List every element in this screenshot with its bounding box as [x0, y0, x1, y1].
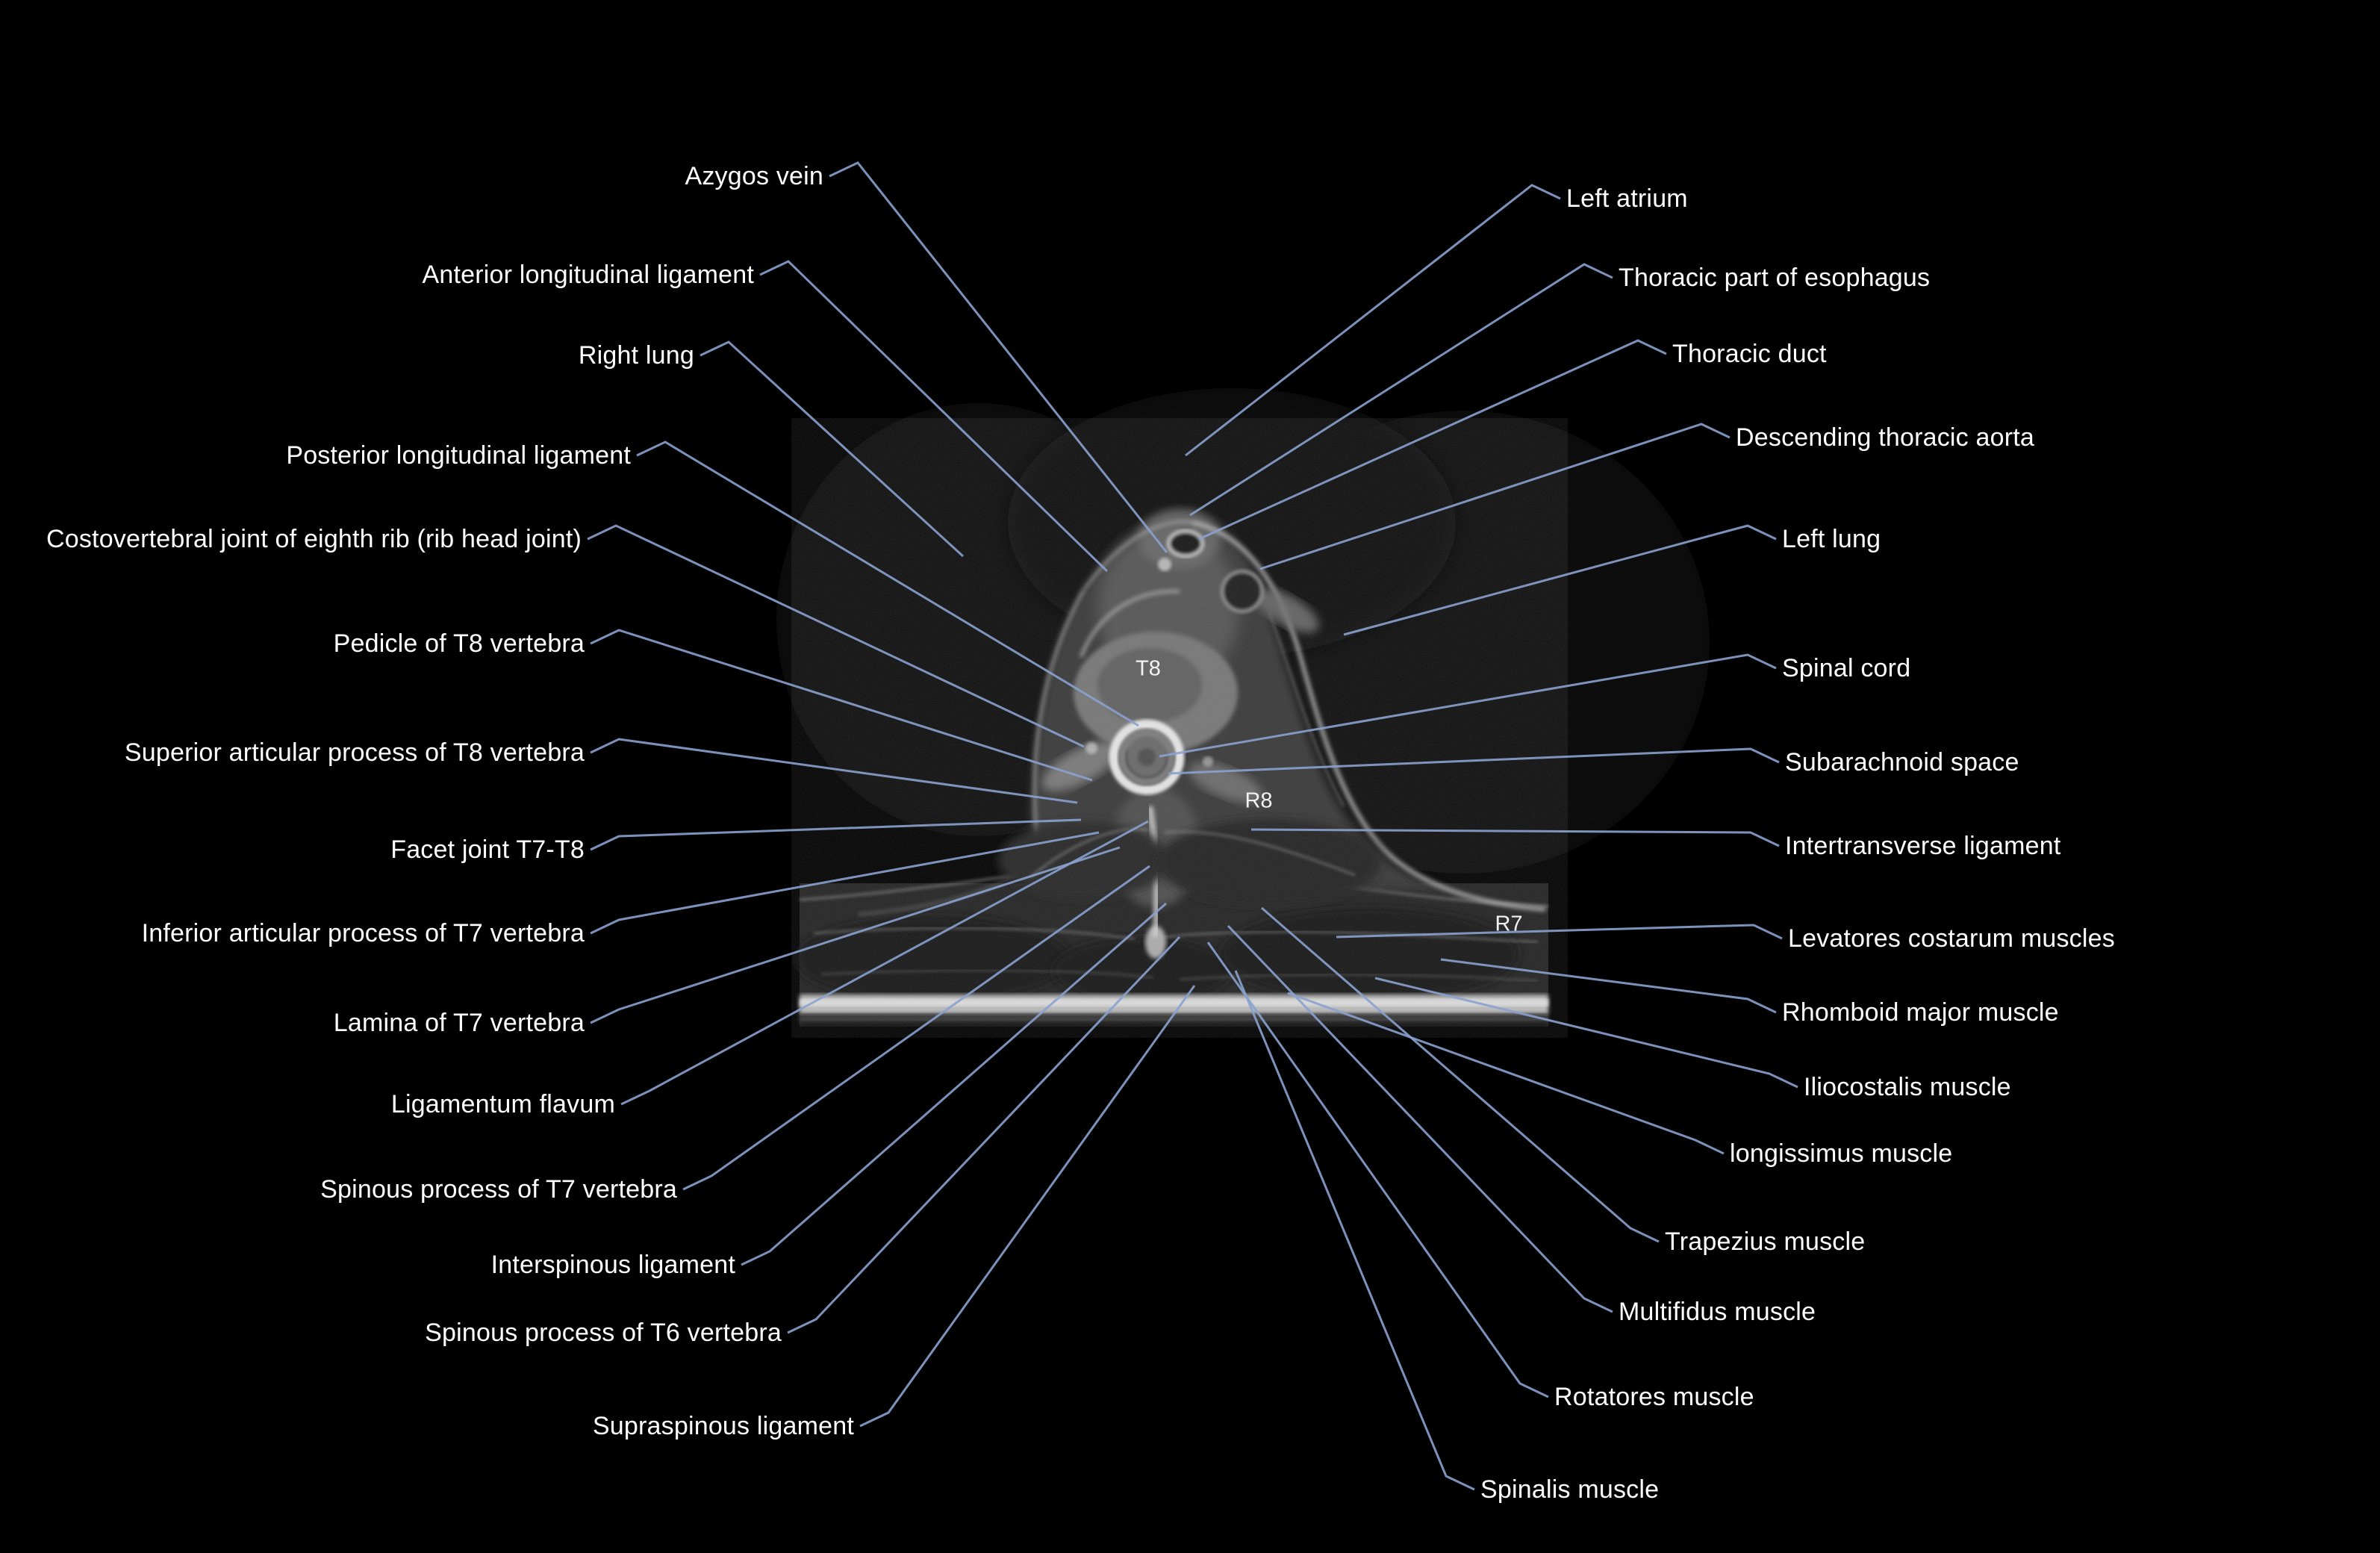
annotation-label: Facet joint T7-T8 — [390, 835, 585, 864]
annotation-label: Interspinous ligament — [490, 1251, 735, 1279]
annotation-label: Trapezius muscle — [1665, 1227, 1866, 1256]
annotation-label: Superior articular process of T8 vertebr… — [124, 738, 585, 767]
annotation-label: Spinous process of T6 vertebra — [425, 1319, 782, 1347]
annotation-label: Spinous process of T7 vertebra — [320, 1175, 677, 1204]
annotation-label: Thoracic part of esophagus — [1619, 264, 1931, 292]
image-marker-R8: R8 — [1244, 788, 1273, 813]
annotation-label: Iliocostalis muscle — [1804, 1073, 2011, 1101]
annotation-label: Left atrium — [1566, 184, 1688, 213]
annotation-label: Rhomboid major muscle — [1782, 998, 2059, 1027]
annotation-label: Thoracic duct — [1672, 340, 1827, 368]
image-marker-R7: R7 — [1495, 912, 1523, 936]
annotation-label: Inferior articular process of T7 vertebr… — [141, 919, 585, 947]
annotation-label: Descending thoracic aorta — [1736, 423, 2035, 452]
annotation-label: Left lung — [1782, 525, 1881, 553]
mri-thorax-slice — [791, 418, 1568, 1038]
mri-grain — [791, 418, 1568, 1038]
annotation-label: Anterior longitudinal ligament — [422, 261, 754, 289]
image-marker-T8: T8 — [1136, 656, 1161, 681]
annotation-label: Azygos vein — [685, 162, 823, 190]
annotation-label: longissimus muscle — [1730, 1139, 1953, 1168]
annotation-label: Intertransverse ligament — [1785, 832, 2061, 860]
annotation-label: Ligamentum flavum — [390, 1090, 615, 1118]
annotation-label: Subarachnoid space — [1785, 748, 2019, 776]
annotation-label: Right lung — [578, 341, 694, 370]
annotation-label: Spinalis muscle — [1480, 1475, 1660, 1504]
annotation-label: Supraspinous ligament — [592, 1412, 854, 1440]
annotation-label: Rotatores muscle — [1554, 1383, 1754, 1411]
annotation-label: Costovertebral joint of eighth rib (rib … — [46, 525, 582, 553]
annotation-label: Levatores costarum muscles — [1788, 924, 2115, 953]
annotation-label: Lamina of T7 vertebra — [333, 1009, 585, 1037]
annotation-label: Multifidus muscle — [1619, 1298, 1816, 1326]
annotation-label: Posterior longitudinal ligament — [286, 441, 631, 470]
annotation-label: Spinal cord — [1782, 654, 1911, 682]
annotation-label: Pedicle of T8 vertebra — [333, 629, 585, 658]
